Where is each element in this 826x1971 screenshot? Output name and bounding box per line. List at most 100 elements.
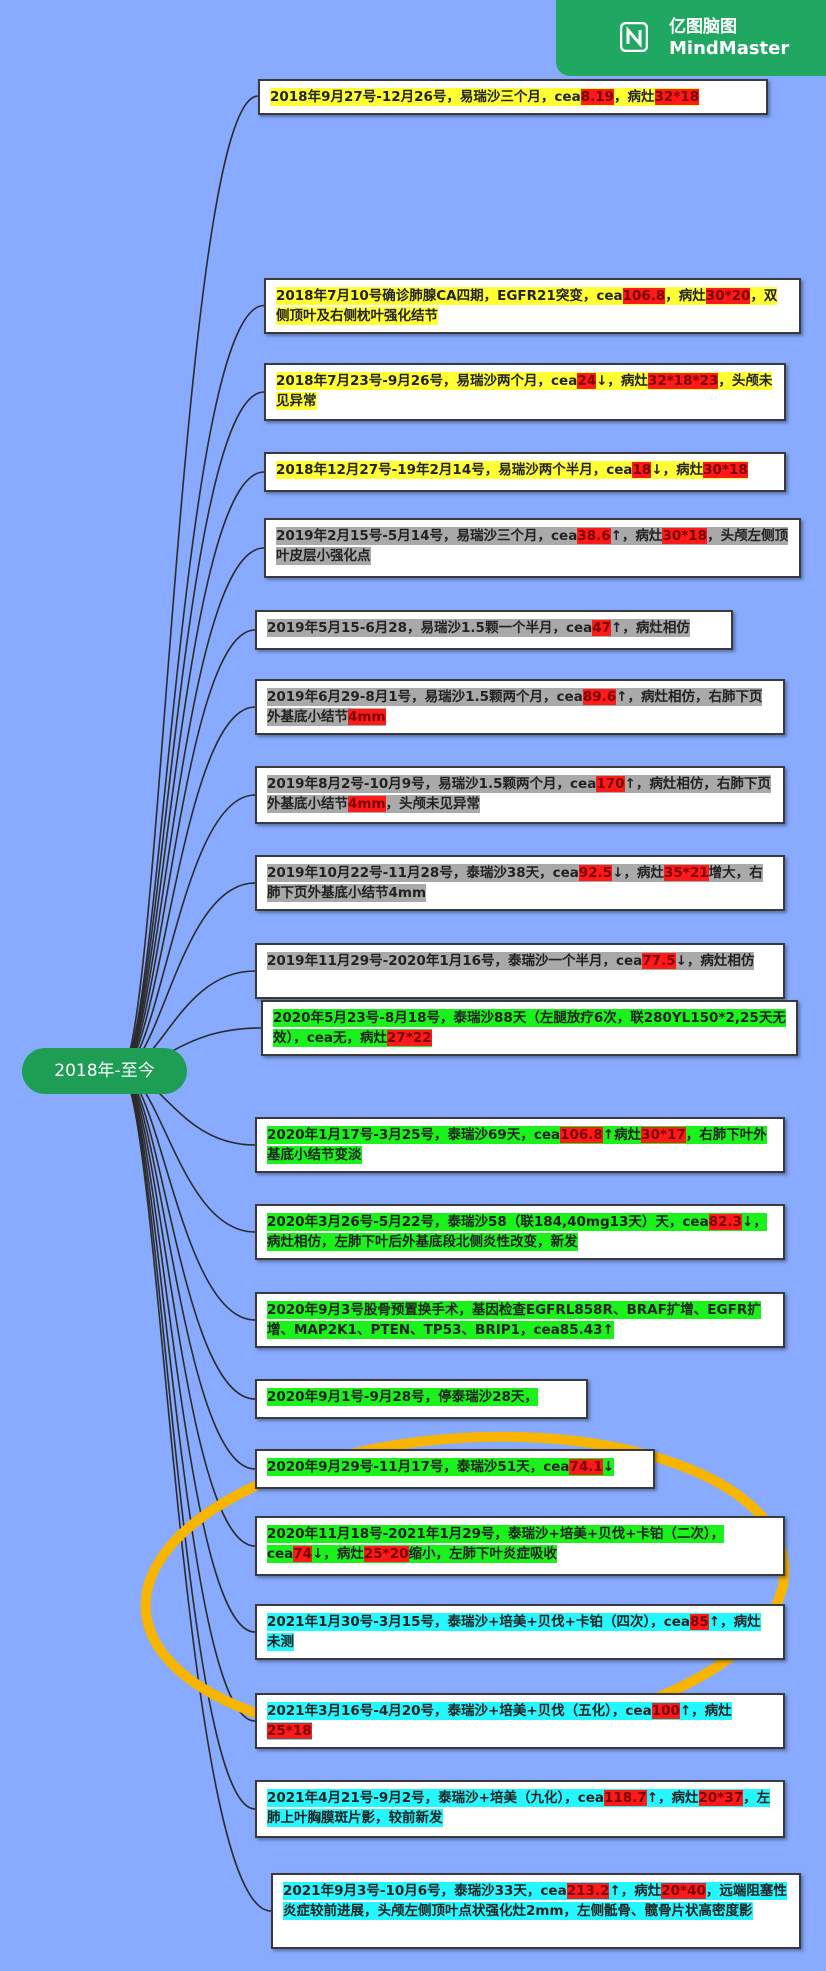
text-segment: 2020年3月26号-5月22号，泰瑞沙58（联184,40mg13天）天，ce… xyxy=(267,1214,709,1230)
topic-node[interactable]: 2019年8月2号-10月9号，易瑞沙1.5颗两个月，cea170↑，病灶相仿，… xyxy=(255,766,785,824)
highlighted-value: 35*21 xyxy=(664,865,709,881)
text-segment: 2019年10月22号-11月28号，泰瑞沙38天，cea xyxy=(267,865,579,881)
text-segment: ，右肺下叶外基底小结节变淡 xyxy=(267,1127,767,1163)
topic-text: 2018年7月23号-9月26号，易瑞沙两个月，cea24↓，病灶32*18*2… xyxy=(276,372,773,410)
topic-text: 2019年5月15-6月28，易瑞沙1.5颗一个半月，cea47↑，病灶相仿 xyxy=(267,619,690,637)
topic-node[interactable]: 2021年4月21号-9月2号，泰瑞沙+培美（九化），cea118.7↑，病灶2… xyxy=(255,1780,785,1838)
text-segment: ↑，病灶 xyxy=(609,1883,662,1899)
branch-line xyxy=(119,1070,256,1547)
branch-line xyxy=(119,1070,256,1633)
text-segment: ↑，病灶相仿，右肺下页外基底小结节 xyxy=(267,776,771,812)
topic-text: 2021年3月16号-4月20号，泰瑞沙+培美+贝伐（五化），cea100↑，病… xyxy=(267,1702,732,1740)
text-segment: ↑，病灶 xyxy=(610,528,663,544)
highlighted-value: 4mm xyxy=(348,709,386,725)
topic-text: 2020年9月29号-11月17号，泰瑞沙51天，cea74.1↓ xyxy=(267,1458,615,1476)
text-segment: ↓，病灶 xyxy=(612,865,665,881)
text-segment: 2020年9月3号股骨预置换手术，基因检查EGFRL858R、BRAF扩增、EG… xyxy=(267,1302,761,1338)
highlighted-value: 74.1 xyxy=(569,1459,603,1475)
highlighted-value: 8.19 xyxy=(580,89,615,105)
text-segment: ，左肺上叶胸膜斑片影，较前新发 xyxy=(267,1790,771,1826)
text-segment: ，头颅左侧顶叶皮层小强化点 xyxy=(276,528,789,564)
topic-text: 2020年9月1号-9月28号，停泰瑞沙28天， xyxy=(267,1388,538,1406)
branch-line xyxy=(119,629,256,1072)
highlighted-value: 213.2 xyxy=(566,1883,610,1899)
text-segment: 2018年12月27号-19年2月14号，易瑞沙两个半月，cea xyxy=(276,462,633,478)
topic-node[interactable]: 2018年7月10号确诊肺腺CA四期，EGFR21突变，cea106.8，病灶3… xyxy=(264,278,801,334)
topic-node[interactable]: 2019年11月29号-2020年1月16号，泰瑞沙一个半月，cea77.5↓，… xyxy=(255,943,785,999)
branch-line xyxy=(119,1070,256,1722)
highlighted-value: 106.8 xyxy=(560,1127,603,1143)
brand-name-cn: 亿图脑图 xyxy=(669,17,737,37)
highlighted-value: 30*18 xyxy=(703,462,748,478)
highlighted-value: 18 xyxy=(632,462,652,478)
topic-text: 2019年8月2号-10月9号，易瑞沙1.5颗两个月，cea170↑，病灶相仿，… xyxy=(267,775,771,813)
highlighted-value: 32*18 xyxy=(654,89,700,105)
text-segment: ↓，病灶相仿 xyxy=(675,953,755,969)
text-segment: 2018年9月27号-12月26号，易瑞沙三个月，cea xyxy=(270,89,581,105)
text-segment: 2020年11月18号-2021年1月29号，泰瑞沙+培美+贝伐+卡铂（二次），… xyxy=(267,1526,725,1562)
text-segment: ，远端阻塞性炎症较前进展，头颅左侧顶叶点状强化灶2mm，左侧骶骨、髋骨片状高密度… xyxy=(283,1883,787,1919)
topic-text: 2021年9月3号-10月6号，泰瑞沙33天，cea213.2↑，病灶20*40… xyxy=(283,1882,787,1920)
branch-line xyxy=(119,1070,256,1810)
highlighted-value: 24 xyxy=(577,373,597,389)
root-topic[interactable]: 2018年-至今 xyxy=(22,1048,187,1094)
topic-node[interactable]: 2020年3月26号-5月22号，泰瑞沙58（联184,40mg13天）天，ce… xyxy=(255,1204,785,1260)
highlighted-value: 74 xyxy=(293,1546,313,1562)
highlighted-value: 82.3 xyxy=(708,1214,743,1230)
topic-text: 2018年7月10号确诊肺腺CA四期，EGFR21突变，cea106.8，病灶3… xyxy=(276,287,778,325)
highlighted-value: 25*18 xyxy=(267,1723,312,1739)
topic-text: 2021年1月30号-3月15号，泰瑞沙+培美+贝伐+卡铂（四次），cea85↑… xyxy=(267,1613,761,1651)
text-segment: ↓，病灶相仿，左肺下叶后外基底段北侧炎性改变，新发 xyxy=(267,1214,767,1250)
topic-node[interactable]: 2020年9月1号-9月28号，停泰瑞沙28天， xyxy=(255,1379,588,1419)
topic-text: 2021年4月21号-9月2号，泰瑞沙+培美（九化），cea118.7↑，病灶2… xyxy=(267,1789,771,1827)
topic-node[interactable]: 2020年9月3号股骨预置换手术，基因检查EGFRL858R、BRAF扩增、EG… xyxy=(255,1292,785,1348)
highlighted-value: 20*40 xyxy=(661,1883,706,1899)
topic-node[interactable]: 2019年2月15号-5月14号，易瑞沙三个月，cea38.6↑，病灶30*18… xyxy=(264,518,801,578)
topic-node[interactable]: 2020年1月17号-3月25号，泰瑞沙69天，cea106.8↑病灶30*17… xyxy=(255,1117,785,1173)
topic-node[interactable]: 2018年9月27号-12月26号，易瑞沙三个月，cea8.19，病灶32*18 xyxy=(258,79,768,115)
mindmaster-badge: 亿图脑图 MindMaster xyxy=(556,0,826,76)
branch-line xyxy=(119,471,265,1072)
text-segment: ，病灶 xyxy=(614,89,655,105)
topic-text: 2019年10月22号-11月28号，泰瑞沙38天，cea92.5↓，病灶35*… xyxy=(267,864,763,902)
mindmaster-logo-icon xyxy=(620,22,648,52)
text-segment: 缩小，左肺下叶炎症吸收 xyxy=(408,1546,558,1562)
topic-text: 2019年2月15号-5月14号，易瑞沙三个月，cea38.6↑，病灶30*18… xyxy=(276,527,789,565)
highlighted-value: 92.5 xyxy=(578,865,613,881)
text-segment: ，双侧顶叶及右侧枕叶强化结节 xyxy=(276,288,778,324)
text-segment: 2020年9月1号-9月28号，停泰瑞沙28天， xyxy=(267,1389,538,1405)
topic-node[interactable]: 2020年9月29号-11月17号，泰瑞沙51天，cea74.1↓ xyxy=(255,1449,655,1489)
topic-text: 2020年5月23号-8月18号，泰瑞沙88天（左腿放疗6次，联280YL150… xyxy=(273,1009,786,1047)
highlighted-value: 25*20 xyxy=(363,1546,409,1562)
topic-node[interactable]: 2021年1月30号-3月15号，泰瑞沙+培美+贝伐+卡铂（四次），cea85↑… xyxy=(255,1604,785,1660)
brand-name-en: MindMaster xyxy=(669,38,790,59)
text-segment: 2020年9月29号-11月17号，泰瑞沙51天，cea xyxy=(267,1459,570,1475)
branch-line xyxy=(119,95,259,1072)
text-segment: ，头颅未见异常 xyxy=(385,796,481,812)
topic-node[interactable]: 2021年3月16号-4月20号，泰瑞沙+培美+贝伐（五化），cea100↑，病… xyxy=(255,1693,785,1749)
branch-line xyxy=(119,1070,272,1912)
topic-text: 2020年1月17号-3月25号，泰瑞沙69天，cea106.8↑病灶30*17… xyxy=(267,1126,767,1164)
text-segment: 2019年8月2号-10月9号，易瑞沙1.5颗两个月，cea xyxy=(267,776,597,792)
topic-node[interactable]: 2018年7月23号-9月26号，易瑞沙两个月，cea24↓，病灶32*18*2… xyxy=(264,363,786,421)
highlighted-value: 20*37 xyxy=(698,1790,744,1806)
text-segment: ↑病灶 xyxy=(602,1127,642,1143)
text-segment: ↑，病灶未测 xyxy=(267,1614,761,1650)
text-segment: 2020年1月17号-3月25号，泰瑞沙69天，cea xyxy=(267,1127,561,1143)
text-segment: ↑，病灶相仿，右肺下页外基底小结节 xyxy=(267,689,763,725)
topic-node[interactable]: 2019年5月15-6月28，易瑞沙1.5颗一个半月，cea47↑，病灶相仿 xyxy=(255,610,733,650)
topic-node[interactable]: 2020年11月18号-2021年1月29号，泰瑞沙+培美+贝伐+卡铂（二次），… xyxy=(255,1516,785,1576)
topic-text: 2018年9月27号-12月26号，易瑞沙三个月，cea8.19，病灶32*18 xyxy=(270,88,700,106)
topic-node[interactable]: 2020年5月23号-8月18号，泰瑞沙88天（左腿放疗6次，联280YL150… xyxy=(261,1000,798,1056)
highlighted-value: 106.8 xyxy=(622,288,666,304)
topic-node[interactable]: 2021年9月3号-10月6号，泰瑞沙33天，cea213.2↑，病灶20*40… xyxy=(271,1873,801,1949)
text-segment: 2019年2月15号-5月14号，易瑞沙三个月，cea xyxy=(276,528,578,544)
topic-node[interactable]: 2019年6月29-8月1号，易瑞沙1.5颗两个月，cea89.6↑，病灶相仿，… xyxy=(255,679,785,735)
topic-node[interactable]: 2018年12月27号-19年2月14号，易瑞沙两个半月，cea18↓，病灶30… xyxy=(264,452,786,492)
highlighted-value: 4mm xyxy=(348,796,386,812)
topic-text: 2020年11月18号-2021年1月29号，泰瑞沙+培美+贝伐+卡铂（二次），… xyxy=(267,1525,725,1563)
topic-text: 2019年11月29号-2020年1月16号，泰瑞沙一个半月，cea77.5↓，… xyxy=(267,952,755,970)
text-segment: 2018年7月10号确诊肺腺CA四期，EGFR21突变，cea xyxy=(276,288,623,304)
topic-node[interactable]: 2019年10月22号-11月28号，泰瑞沙38天，cea92.5↓，病灶35*… xyxy=(255,855,785,911)
highlighted-value: 89.6 xyxy=(582,689,617,705)
